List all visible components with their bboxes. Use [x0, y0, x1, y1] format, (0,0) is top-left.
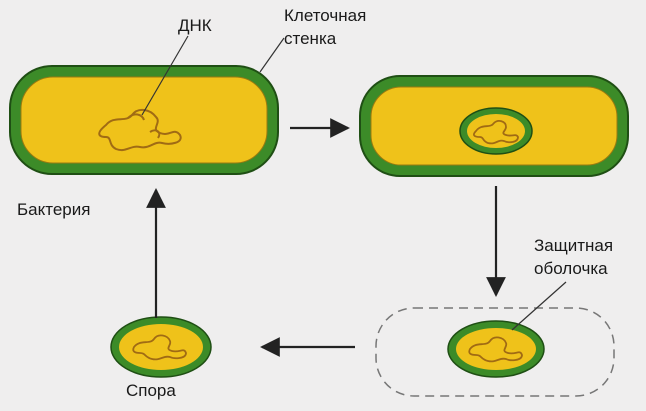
dna-strand-detail [127, 113, 161, 139]
spore-in-former-cell [375, 307, 615, 397]
forming-spore-core [467, 114, 525, 148]
spore-core [119, 324, 203, 370]
dna-strand [473, 120, 519, 145]
bacterium-forming-spore [359, 75, 629, 177]
bacterium-label: Бактерия [17, 200, 91, 219]
cell-wall-label-line1: Клеточная [284, 6, 367, 25]
protective-coat-leader-line [511, 281, 567, 331]
cell-wall-label-line2: стенка [284, 29, 337, 48]
bacterium-cell [9, 65, 279, 175]
spore [110, 316, 212, 378]
former-cell-outline [375, 307, 615, 397]
cell-wall-leader-line [259, 37, 285, 73]
dna-strand [132, 334, 187, 361]
dna-strand [98, 109, 182, 152]
dna-strand [468, 336, 523, 363]
dna-label: ДНК [178, 16, 212, 35]
dna-leader-line [141, 35, 189, 116]
spore-label: Спора [126, 381, 176, 400]
protective-coat-label-line2: оболочка [534, 259, 608, 278]
protective-coat-label-line1: Защитная [534, 236, 614, 255]
spore-core [456, 328, 536, 370]
